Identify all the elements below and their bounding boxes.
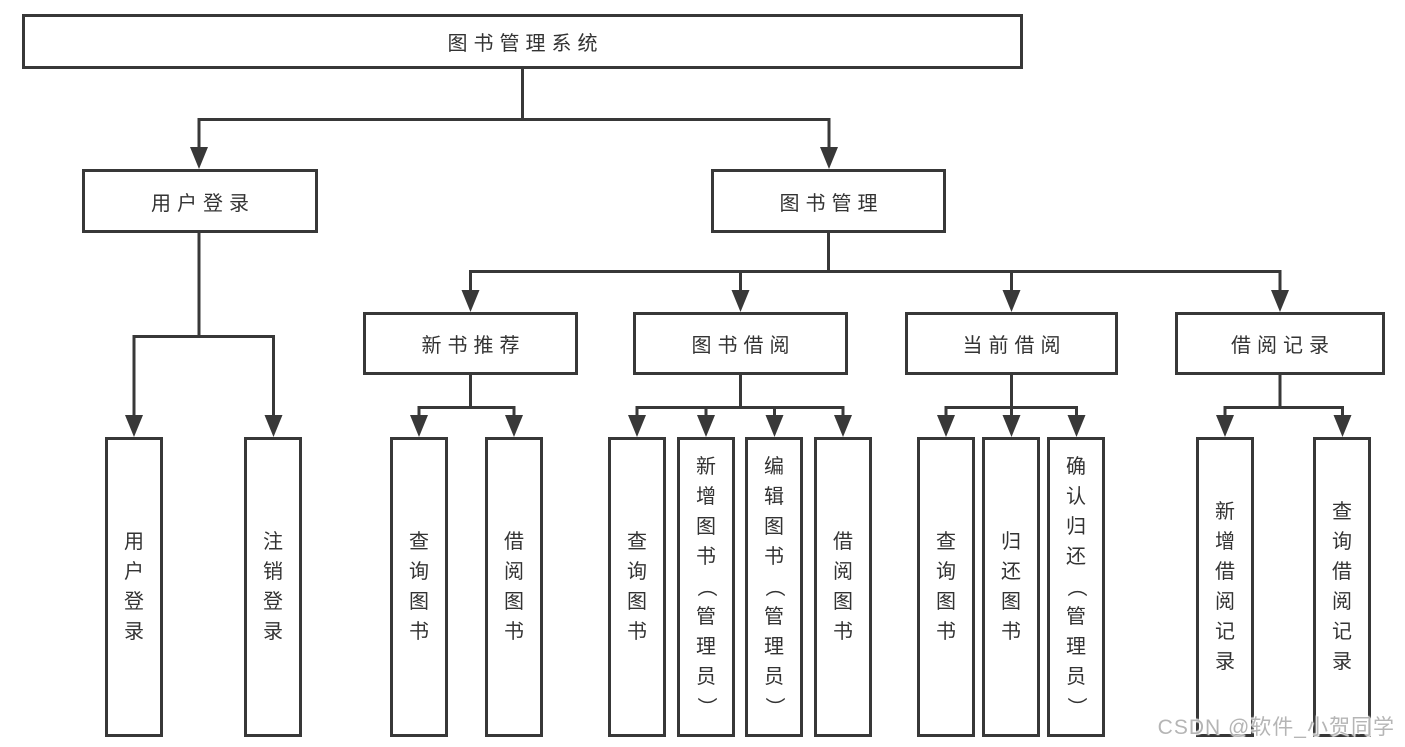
leaf-query-books-borrow: 查询图书 [608, 437, 666, 737]
leaf-query-books-current: 查询图书 [917, 437, 975, 737]
leaf-edit-book-admin: 编辑图书（管理员） [745, 437, 803, 737]
node-root-system: 图书管理系统 [22, 14, 1023, 69]
leaf-logout: 注销登录 [244, 437, 302, 737]
arrowhead-icons [125, 147, 1352, 437]
leaf-query-borrow-record: 查询借阅记录 [1313, 437, 1371, 737]
leaf-add-book-admin: 新增图书（管理员） [677, 437, 735, 737]
node-user-login: 用户登录 [82, 169, 318, 233]
node-book-management: 图书管理 [711, 169, 946, 233]
leaf-confirm-return-admin: 确认归还（管理员） [1047, 437, 1105, 737]
leaf-borrow-books-recommend: 借阅图书 [485, 437, 543, 737]
node-borrow-records: 借阅记录 [1175, 312, 1385, 375]
leaf-return-book: 归还图书 [982, 437, 1040, 737]
leaf-query-books-recommend: 查询图书 [390, 437, 448, 737]
node-new-book-recommend: 新书推荐 [363, 312, 578, 375]
leaf-borrow-books: 借阅图书 [814, 437, 872, 737]
leaf-add-borrow-record: 新增借阅记录 [1196, 437, 1254, 737]
connector-segments [132, 69, 1344, 420]
watermark-text: CSDN @软件_小贺同学 [1157, 716, 1395, 739]
leaf-user-login: 用户登录 [105, 437, 163, 737]
node-current-borrow: 当前借阅 [905, 312, 1118, 375]
node-book-borrow: 图书借阅 [633, 312, 848, 375]
